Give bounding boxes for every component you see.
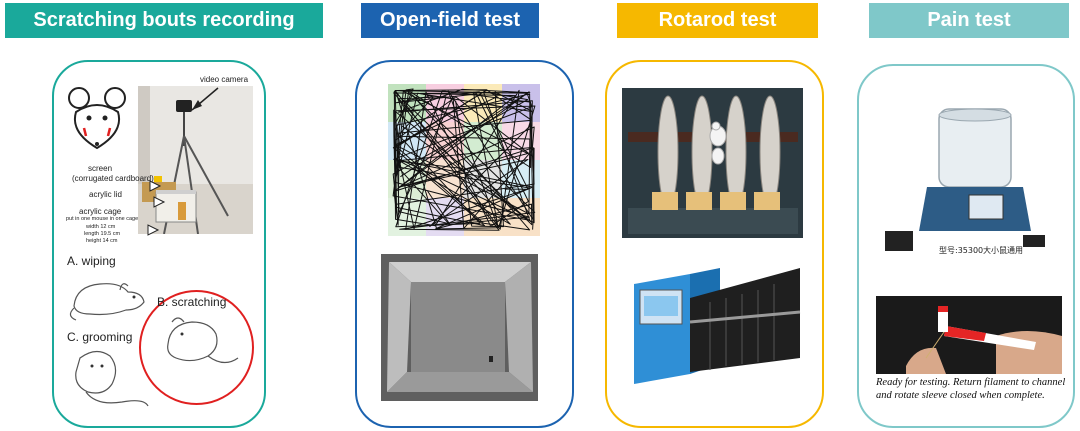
header-scratching: Scratching bouts recording: [5, 3, 323, 38]
header-open-field-title: Open-field test: [379, 9, 520, 31]
scratching-mouse-drawing: [167, 317, 239, 364]
label-video-camera: video camera: [200, 75, 249, 84]
header-rotarod-title: Rotarod test: [658, 9, 777, 31]
rotarod-illustration: [622, 88, 803, 238]
label-acrylic-cage: acrylic cage: [79, 207, 122, 216]
von-frey-filament-photo: [876, 296, 1062, 374]
mouse-head-drawing: [68, 87, 126, 150]
rotarod-device-photo: [630, 262, 802, 390]
label-usage: 大小鼠通用: [983, 246, 1023, 255]
label-model-number: 型号:35300: [939, 246, 984, 255]
pain-caption-line-2: and rotate sleeve closed when complete.: [876, 390, 1045, 401]
hot-plate-device-photo: 型号:35300 大小鼠通用: [881, 103, 1052, 259]
open-field-trace: [393, 90, 535, 228]
header-pain: Pain test: [869, 3, 1069, 38]
header-pain-title: Pain test: [927, 9, 1011, 31]
grooming-mouse-drawing: [75, 350, 149, 407]
label-grooming: C. grooming: [67, 330, 133, 344]
label-screen: screen: [88, 164, 113, 173]
header-open-field: Open-field test: [361, 3, 539, 38]
label-wiping: A. wiping: [67, 254, 116, 268]
label-cage-note: put in one mouse in one cage: [66, 216, 139, 222]
label-scratching: B. scratching: [157, 295, 227, 309]
label-height: height 14 cm: [86, 238, 118, 244]
label-length: length 19.5 cm: [84, 231, 121, 237]
pain-caption-line-1: Ready for testing. Return filament to ch…: [876, 377, 1066, 388]
annotation-arrows: [147, 87, 219, 236]
label-screen-material: (corrugated cardboard): [72, 174, 154, 183]
label-width: width 12 cm: [86, 224, 116, 230]
label-acrylic-lid: acrylic lid: [89, 190, 122, 199]
open-field-box-photo: [381, 254, 538, 401]
open-field-trace: [392, 88, 535, 230]
header-rotarod: Rotarod test: [617, 3, 818, 38]
header-scratching-title: Scratching bouts recording: [33, 9, 295, 31]
wiping-mouse-drawing: [69, 283, 145, 321]
open-field-track-map: [388, 84, 540, 236]
camera-setup-photo: [138, 86, 253, 234]
open-field-trace: [393, 89, 536, 230]
